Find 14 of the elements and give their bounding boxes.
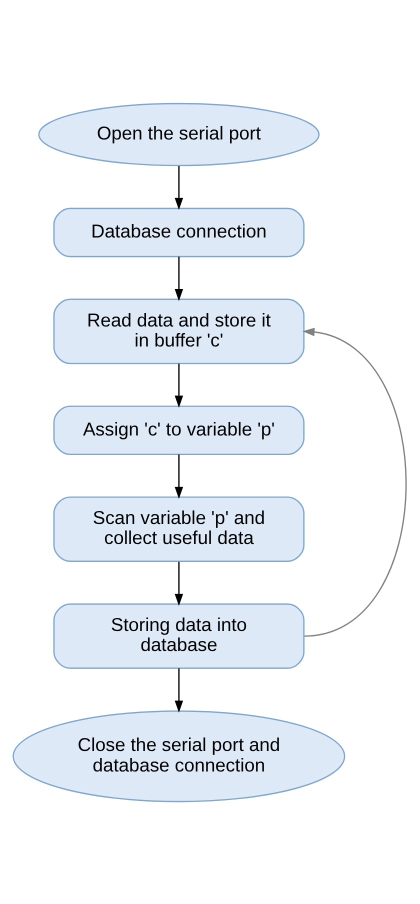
arrow <box>174 454 184 498</box>
node-box: Storing data into database <box>53 602 305 668</box>
node-ellipse: Open the serial port <box>38 102 320 166</box>
arrow <box>174 561 184 606</box>
node-box: Read data and store it in buffer 'c' <box>53 298 305 364</box>
arrow <box>174 166 184 210</box>
node-box: Assign 'c' to variable 'p' <box>53 405 305 455</box>
node-box: Database connection <box>53 207 305 257</box>
arrow <box>302 327 407 636</box>
arrow <box>174 363 184 408</box>
node-ellipse: Close the serial port and database connection <box>12 710 346 802</box>
arrow <box>174 256 184 301</box>
node-box: Scan variable 'p' and collect useful data <box>53 496 305 562</box>
arrow <box>174 668 184 712</box>
